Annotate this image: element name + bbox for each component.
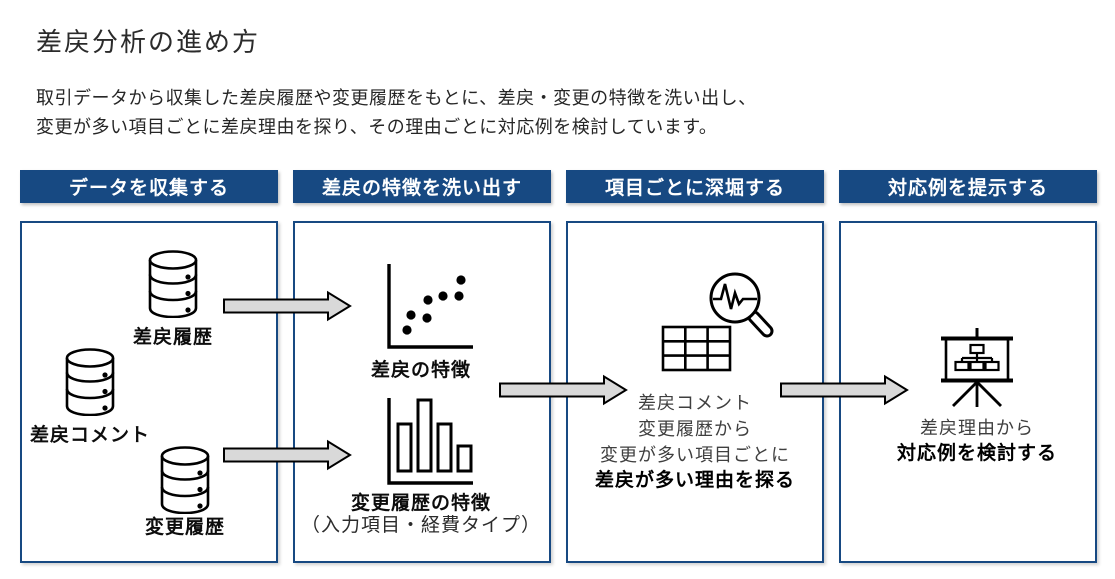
label-return-comments: 差戻コメント <box>29 425 150 446</box>
deep-dive-line-3: 変更が多い項目ごとに <box>600 445 790 465</box>
presentation-orgchart-icon <box>941 328 1013 407</box>
present-text: 差戻理由から 対応例を検討する <box>857 415 1097 467</box>
column-header-deep-dive: 項目ごとに深堀する <box>566 170 824 203</box>
label-change-history-features-sub: （入力項目・経費タイプ） <box>300 515 541 536</box>
column-header-collect-data: データを収集する <box>20 170 278 203</box>
label-change-history-features: 変更履歴の特徴 <box>350 493 491 514</box>
label-return-features: 差戻の特徴 <box>370 360 471 381</box>
column-header-extract-features: 差戻の特徴を洗い出す <box>293 170 551 203</box>
deep-dive-line-bold: 差戻が多い理由を探る <box>594 470 795 491</box>
present-line-bold: 対応例を検討する <box>896 443 1057 464</box>
database-icon <box>148 250 198 318</box>
present-line-1: 差戻理由から <box>920 418 1034 438</box>
table-magnifier-icon <box>661 272 774 372</box>
label-return-history: 差戻履歴 <box>132 327 213 348</box>
page-description: 取引データから収集した差戻履歴や変更履歴をもとに、差戻・変更の特徴を洗い出し、 … <box>36 84 757 142</box>
scatter-chart-icon <box>387 264 473 349</box>
deep-dive-line-2: 変更履歴から <box>638 419 752 439</box>
database-icon <box>65 348 115 416</box>
description-line-1: 取引データから収集した差戻履歴や変更履歴をもとに、差戻・変更の特徴を洗い出し、 <box>36 88 757 108</box>
database-icon <box>160 446 210 514</box>
deep-dive-line-1: 差戻コメント <box>638 393 752 413</box>
page-title: 差戻分析の進め方 <box>36 27 261 57</box>
bar-chart-icon <box>387 398 473 485</box>
description-line-2: 変更が多い項目ごとに差戻理由を探り、その理由ごとに対応例を検討しています。 <box>36 117 718 137</box>
column-header-present-examples: 対応例を提示する <box>839 170 1097 203</box>
deep-dive-text: 差戻コメント 変更履歴から 変更が多い項目ごとに 差戻が多い理由を探る <box>572 390 818 494</box>
label-change-history: 変更履歴 <box>144 517 225 538</box>
